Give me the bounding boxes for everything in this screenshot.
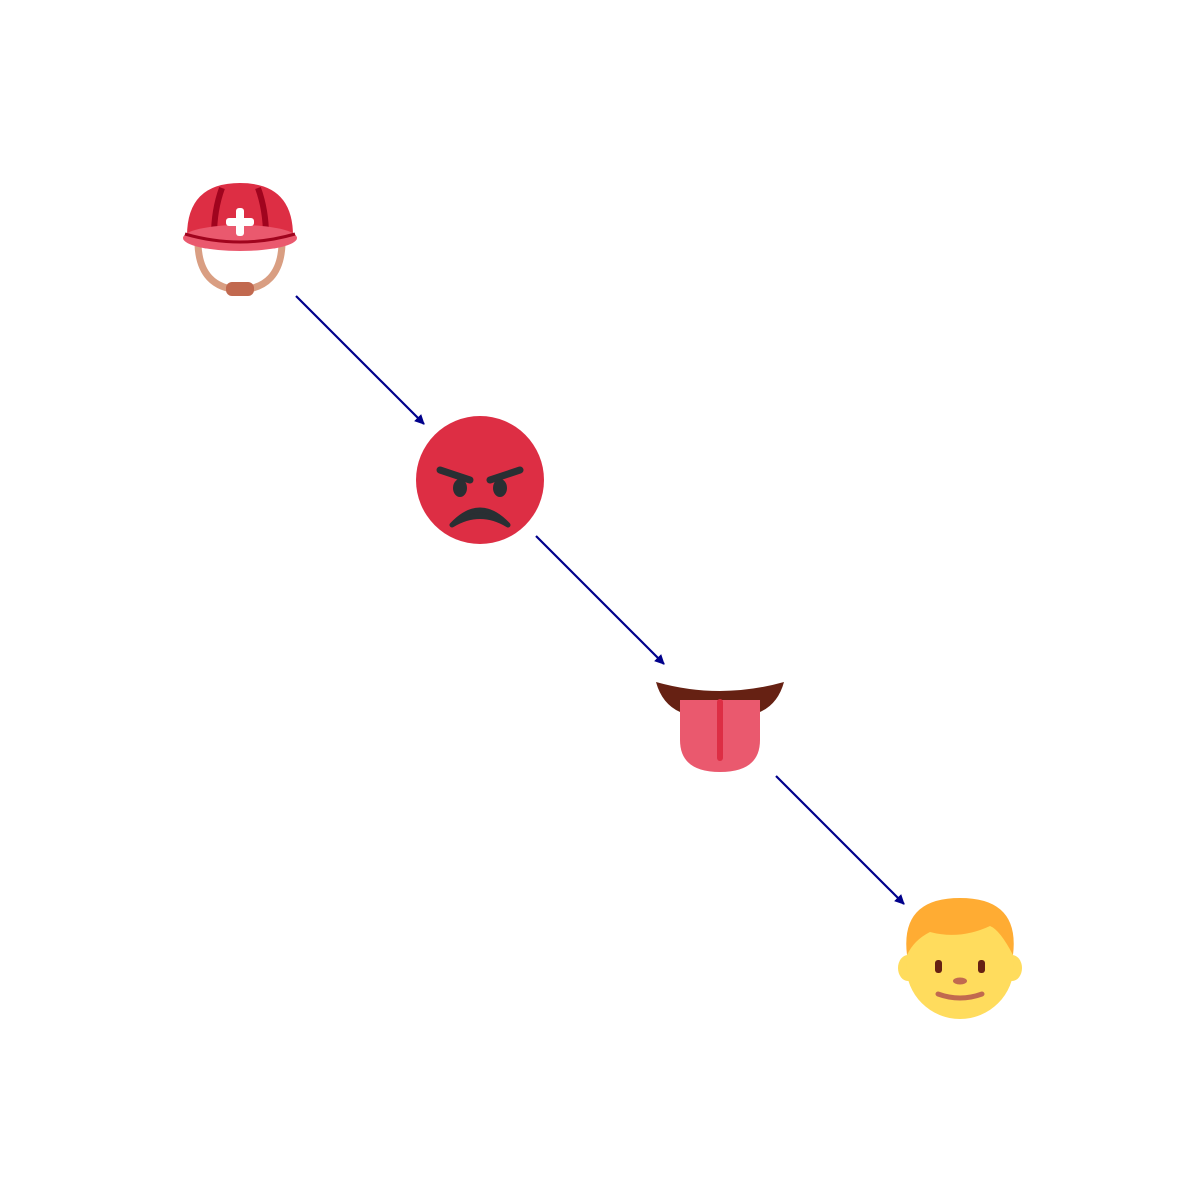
rescue-worker-helmet-icon — [183, 183, 297, 296]
tongue-icon — [656, 682, 784, 772]
pouting-face-icon — [416, 416, 544, 544]
edge-n1-n2 — [295, 295, 425, 425]
edges — [295, 295, 905, 905]
edge-n3-n4 — [775, 775, 905, 905]
boy-face-icon — [898, 898, 1022, 1019]
edge-n2-n3 — [535, 535, 665, 665]
